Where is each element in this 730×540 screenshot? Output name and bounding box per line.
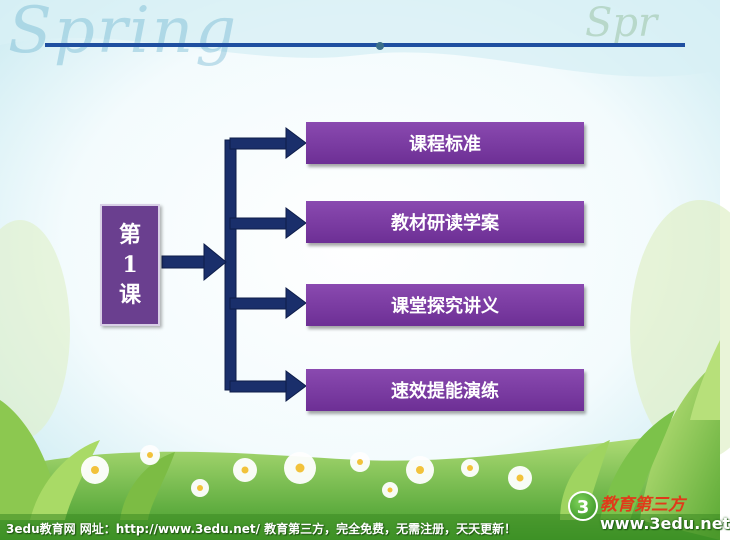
textbook-study-plan-label: 教材研读学案 [391, 213, 499, 234]
quick-practice-label: 速效提能演练 [391, 381, 499, 402]
decorative-script-watermark-right: Spr [585, 0, 658, 46]
textbook-study-plan-button[interactable]: 教材研读学案 [306, 201, 584, 243]
course-standard-button[interactable]: 课程标准 [306, 122, 584, 164]
brand-logo-icon: 3 [568, 491, 598, 521]
course-standard-label: 课程标准 [409, 134, 481, 155]
decorative-dot-icon [376, 42, 384, 50]
lesson-label-line2: 1 [122, 252, 138, 278]
lesson-label-line1: 第 [118, 222, 141, 248]
decorative-script-watermark: S​pring [8, 0, 239, 68]
brand-url-link[interactable]: www.3edu.net [600, 514, 730, 533]
header-divider-line [45, 43, 685, 47]
quick-practice-button[interactable]: 速效提能演练 [306, 369, 584, 411]
classroom-inquiry-notes-button[interactable]: 课堂探究讲义 [306, 284, 584, 326]
footer-website-text[interactable]: 3edu教育网 网址：http://www.3edu.net/ 教育第三方，完全… [6, 522, 517, 536]
classroom-inquiry-notes-label: 课堂探究讲义 [391, 296, 499, 317]
lesson-label-line3: 课 [118, 282, 141, 308]
brand-name: 教育第三方 [600, 495, 685, 515]
lesson-label-box: 第 1 课 [100, 204, 160, 326]
